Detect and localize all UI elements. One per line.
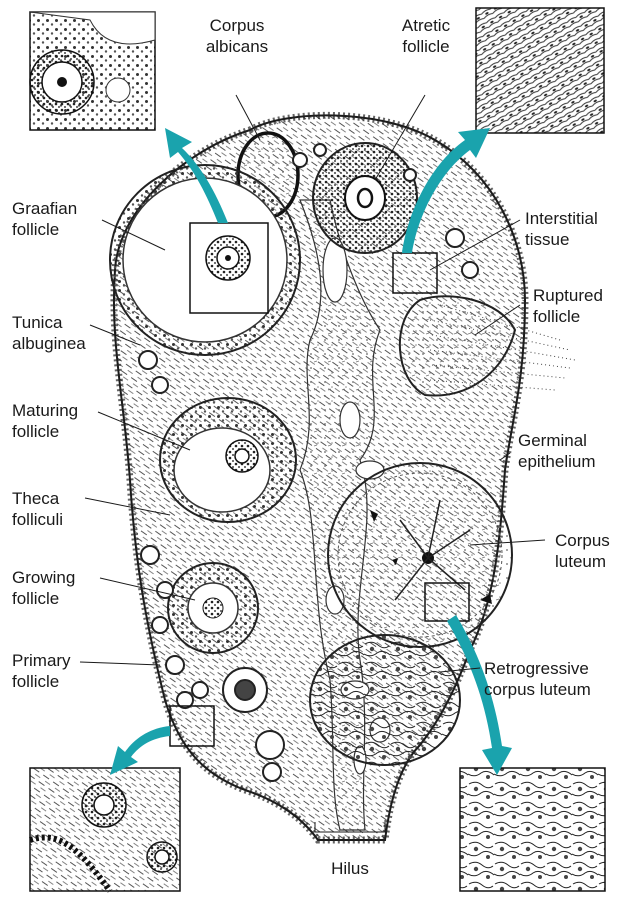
magnified-inset-bottom-left <box>30 768 180 891</box>
label-germinal-epithelium: Germinal epithelium <box>518 430 596 472</box>
label-corpus-albicans: Corpus albicans <box>200 15 274 57</box>
magnified-inset-bottom-right <box>460 768 605 891</box>
magnified-inset-top-left <box>30 12 155 130</box>
label-hilus: Hilus <box>318 858 382 879</box>
magnified-inset-top-right <box>476 8 604 133</box>
label-graafian-follicle: Graafian follicle <box>12 198 77 240</box>
label-atretic-follicle: Atretic follicle <box>386 15 466 57</box>
label-primary-follicle: Primary follicle <box>12 650 71 692</box>
label-retrogressive-corpus-luteum: Retrogressive corpus luteum <box>484 658 591 700</box>
label-interstitial-tissue: Interstitial tissue <box>525 208 598 250</box>
label-tunica-albuginea: Tunica albuginea <box>12 312 86 354</box>
label-theca-folliculi: Theca folliculi <box>12 488 63 530</box>
label-growing-follicle: Growing follicle <box>12 567 75 609</box>
corpus-luteum <box>328 463 512 647</box>
growing-follicle <box>168 563 258 653</box>
label-ruptured-follicle: Ruptured follicle <box>533 285 603 327</box>
maturing-follicle <box>160 398 296 522</box>
retrogressive-corpus-luteum <box>310 635 460 765</box>
label-corpus-luteum: Corpus luteum <box>555 530 610 572</box>
atretic-follicle <box>313 143 417 253</box>
label-maturing-follicle: Maturing follicle <box>12 400 78 442</box>
